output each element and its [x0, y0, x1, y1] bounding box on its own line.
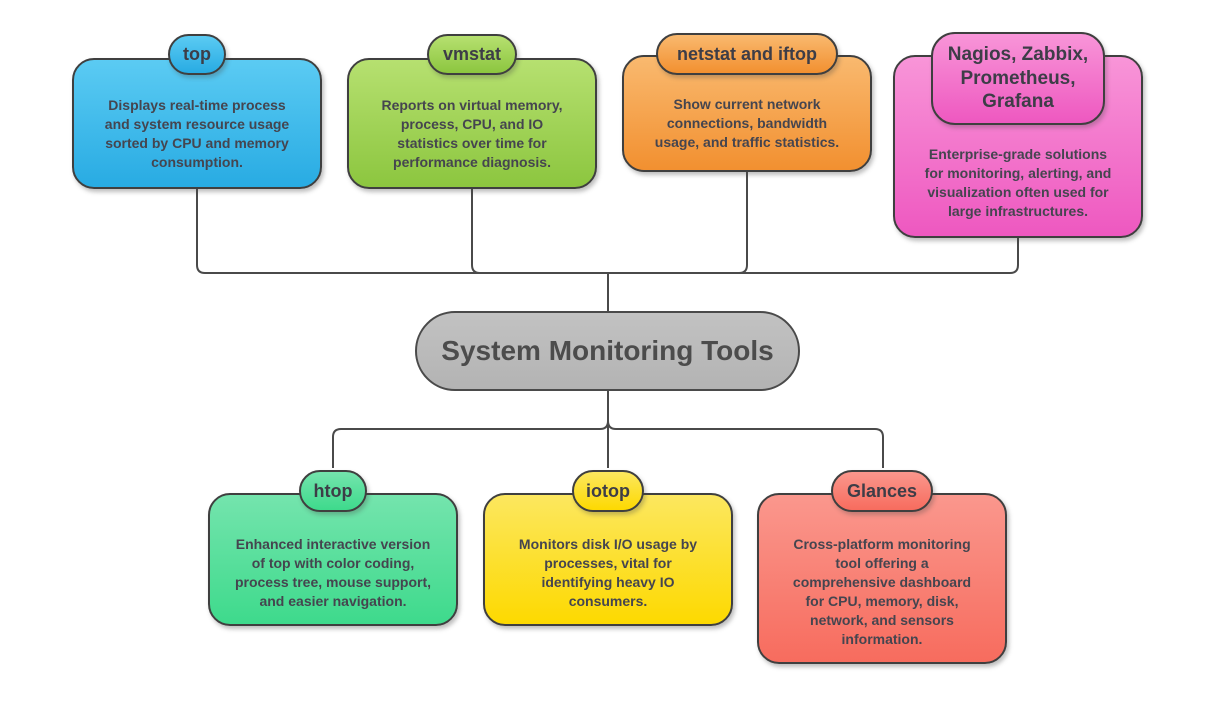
edge-root-to-htop: [332, 391, 609, 468]
node-description-glances: Cross-platform monitoring tool offering …: [792, 536, 972, 647]
node-card-htop: htop Enhanced interactive version of top…: [208, 470, 458, 626]
node-card-nagios-zabbix-prometheus-grafana: Nagios, Zabbix, Prometheus, Grafana Ente…: [893, 32, 1143, 238]
node-description-nagios-zabbix-prometheus-grafana: Enterprise-grade solutions for monitorin…: [924, 146, 1112, 219]
node-card-iotop: iotop Monitors disk I/O usage by process…: [483, 470, 733, 626]
node-label-vmstat: vmstat: [427, 34, 517, 75]
node-card-top: top Displays real-time process and syste…: [72, 34, 322, 189]
node-description-iotop: Monitors disk I/O usage by processes, vi…: [518, 536, 698, 609]
edge-top-to-root: [196, 189, 608, 274]
node-label-htop: htop: [299, 470, 367, 512]
node-label-top: top: [168, 34, 226, 75]
node-label-netstat-iftop: netstat and iftop: [656, 33, 838, 75]
node-card-glances: Glances Cross-platform monitoring tool o…: [757, 470, 1007, 664]
node-description-vmstat: Reports on virtual memory, process, CPU,…: [381, 97, 563, 170]
node-label-iotop: iotop: [572, 470, 644, 512]
node-description-htop: Enhanced interactive version of top with…: [234, 536, 432, 609]
edge-root-to-glances: [607, 391, 884, 468]
node-card-vmstat: vmstat Reports on virtual memory, proces…: [347, 34, 597, 189]
node-description-top: Displays real-time process and system re…: [104, 97, 290, 170]
edge-nagios-to-root: [608, 238, 1019, 274]
root-node: System Monitoring Tools: [415, 311, 800, 391]
node-description-netstat-iftop: Show current network connections, bandwi…: [654, 96, 840, 150]
node-card-netstat-iftop: netstat and iftop Show current network c…: [622, 33, 872, 172]
edge-vmstat-to-root: [471, 189, 608, 274]
root-node-label: System Monitoring Tools: [441, 335, 774, 366]
node-label-glances: Glances: [831, 470, 933, 512]
edge-netstat-to-root: [608, 172, 748, 274]
node-label-nagios-zabbix-prometheus-grafana: Nagios, Zabbix, Prometheus, Grafana: [931, 32, 1105, 125]
